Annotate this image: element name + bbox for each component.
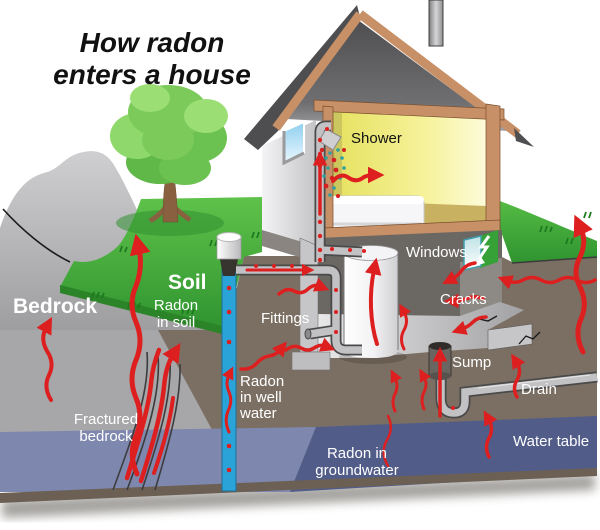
drain-highlight — [477, 374, 591, 389]
well-supply-pipe — [236, 266, 362, 354]
well-collar — [220, 259, 238, 276]
fracture-radon-2 — [138, 342, 181, 484]
arrow-floor-3 — [419, 368, 432, 411]
soil-line-right — [511, 256, 598, 264]
underfloor-pipe — [319, 246, 363, 256]
arrow-cracks-2 — [451, 315, 488, 335]
title-line1: How radon — [80, 27, 225, 58]
basement-window — [463, 230, 498, 271]
tree — [110, 84, 228, 236]
radon-arrows — [36, 150, 597, 484]
air-flow-arrowhead-icon — [474, 257, 485, 266]
house — [244, 0, 534, 262]
label-radon-in-soil-2: in soil — [157, 314, 195, 331]
vent-pipe — [428, 0, 444, 47]
arrow-windows — [442, 261, 477, 284]
bathroom-back-wall — [333, 112, 486, 214]
label-radon-groundwater-2: groundwater — [315, 462, 398, 479]
well-cap-top — [216, 232, 242, 242]
label-fittings: Fittings — [261, 310, 309, 327]
arrow-well-water — [221, 366, 234, 434]
label-fractured-bedrock-2: bedrock — [79, 428, 133, 445]
bedrock-edge-line — [2, 208, 71, 263]
arrow-cracks-1 — [443, 293, 485, 309]
diagram-labels: How radon enters a house Bedrock Soil Ra… — [13, 27, 589, 479]
label-fractured-bedrock-1: Fractured — [74, 411, 138, 428]
arrow-soil-to-surface — [129, 233, 151, 477]
roof-plane — [244, 5, 360, 150]
fitting-stub — [309, 326, 337, 338]
arrow-floor-2 — [390, 369, 403, 413]
footing-right — [487, 323, 533, 351]
arrow-fittings-upper — [277, 277, 330, 296]
fracture-radon-3 — [152, 396, 175, 475]
label-bedrock: Bedrock — [13, 295, 97, 318]
arrow-floor-1 — [399, 303, 412, 351]
label-radon-well-1: Radon — [240, 373, 284, 390]
window-pane — [463, 235, 482, 271]
side-window — [282, 120, 305, 166]
label-soil: Soil — [168, 271, 207, 294]
label-radon-in-soil-1: Radon — [154, 297, 198, 314]
arrow-shower — [331, 166, 385, 184]
arrow-tank — [364, 257, 382, 346]
label-shower: Shower — [351, 130, 402, 147]
arrow-under-house-1 — [483, 410, 498, 459]
block-bottom-strip — [0, 468, 597, 503]
pipe-radon-dots — [254, 127, 455, 410]
well-radon-dots — [226, 285, 232, 473]
label-windows: Windows — [406, 244, 467, 261]
tree-shadow — [116, 210, 224, 236]
arrow-bedrock — [36, 316, 54, 402]
shower-head — [318, 128, 342, 151]
groundwater-squiggle — [382, 414, 392, 468]
label-drain: Drain — [521, 381, 557, 398]
footing-left — [291, 351, 331, 371]
arrow-under-house-2 — [511, 353, 526, 399]
side-window-frame — [282, 131, 305, 166]
title-line2: enters a house — [53, 59, 251, 90]
label-radon-well-3: water — [239, 405, 277, 422]
label-radon-well-2: in well — [240, 389, 282, 406]
arrow-fittings-lower — [284, 337, 336, 352]
label-cracks: Cracks — [440, 291, 487, 308]
label-sump: Sump — [452, 354, 491, 371]
grass-right — [489, 197, 597, 263]
tree-foliage — [110, 84, 228, 185]
top-beam — [313, 99, 505, 121]
roof-eave-tip — [514, 128, 534, 147]
label-water-table: Water table — [513, 433, 589, 450]
ground-shadow — [2, 474, 595, 518]
window-grass-backdrop — [480, 230, 498, 268]
arrow-surface-right — [573, 214, 593, 355]
basement-right-wall — [460, 258, 502, 318]
air-flow-icon — [477, 235, 491, 260]
shower-riser-pipe — [316, 122, 331, 262]
fracture-radon-1 — [124, 347, 162, 481]
arrow-wellwater-label — [239, 341, 287, 371]
label-radon-groundwater-1: Radon in — [327, 445, 387, 462]
fitting-cap — [304, 328, 312, 340]
